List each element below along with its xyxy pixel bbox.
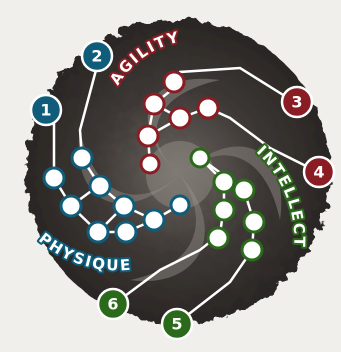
badge-6-number: 6: [107, 295, 118, 314]
physique-node[interactable]: [72, 148, 92, 168]
intellect-node[interactable]: [191, 149, 209, 167]
physique-node[interactable]: [44, 168, 64, 188]
badge-3[interactable]: 3: [282, 87, 312, 117]
agility-node[interactable]: [141, 155, 159, 173]
intellect-node[interactable]: [234, 180, 254, 200]
badge-3-number: 3: [291, 93, 302, 112]
intellect-node[interactable]: [214, 200, 234, 220]
badge-2-number: 2: [91, 47, 102, 66]
badge-4[interactable]: 4: [304, 157, 334, 187]
badge-4-number: 4: [313, 163, 324, 182]
badge-5[interactable]: 5: [162, 309, 192, 339]
physique-node[interactable]: [144, 210, 164, 230]
physique-node[interactable]: [171, 196, 189, 214]
intellect-node[interactable]: [244, 212, 264, 232]
agility-node[interactable]: [198, 98, 218, 118]
badge-1[interactable]: 1: [31, 95, 61, 125]
physique-node[interactable]: [114, 196, 134, 216]
agility-node[interactable]: [138, 126, 158, 146]
physique-node[interactable]: [116, 222, 136, 242]
intellect-node[interactable]: [208, 228, 228, 248]
physique-node[interactable]: [90, 176, 110, 196]
agility-node[interactable]: [170, 108, 190, 128]
physique-node[interactable]: [61, 196, 81, 216]
badge-2[interactable]: 2: [82, 41, 112, 71]
agility-node[interactable]: [164, 72, 184, 92]
badge-5-number: 5: [171, 315, 182, 334]
badge-6[interactable]: 6: [98, 289, 128, 319]
intellect-node[interactable]: [242, 240, 262, 260]
agility-node[interactable]: [144, 94, 164, 114]
physique-node[interactable]: [88, 222, 108, 242]
intellect-node[interactable]: [214, 172, 234, 192]
badge-1-number: 1: [40, 101, 51, 120]
